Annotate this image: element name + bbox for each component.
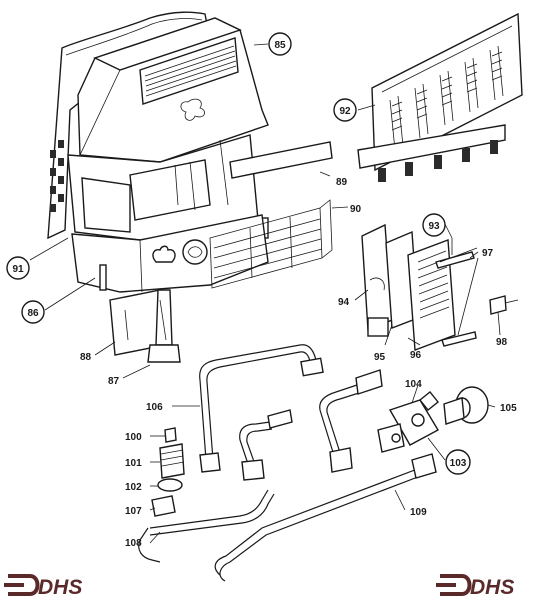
svg-text:91: 91 xyxy=(12,264,24,275)
burner-jets xyxy=(378,140,498,182)
callout-108: 108 xyxy=(125,538,142,549)
callout-105: 105 xyxy=(500,403,517,414)
svg-text:DHS: DHS xyxy=(38,576,82,599)
burner-assembly xyxy=(357,12,523,182)
brand-logo-left: DHS xyxy=(4,574,82,599)
svg-text:103: 103 xyxy=(450,458,467,469)
callout-100: 100 xyxy=(125,432,142,443)
pipe-fittings xyxy=(151,427,185,517)
gas-valve xyxy=(377,391,439,453)
callout-106: 106 xyxy=(146,402,163,413)
svg-text:93: 93 xyxy=(428,221,440,232)
callout-89: 89 xyxy=(336,177,348,188)
side-panels xyxy=(361,223,519,351)
callout-93: 93 xyxy=(422,213,446,237)
back-panel-vents xyxy=(50,140,64,212)
callout-94: 94 xyxy=(338,297,350,308)
callout-95: 95 xyxy=(374,352,386,363)
callout-90: 90 xyxy=(350,204,362,215)
brand-logo-right: DHS xyxy=(436,574,514,599)
svg-text:85: 85 xyxy=(274,40,286,51)
callout-91: 91 xyxy=(6,256,30,280)
ornament-leg xyxy=(147,245,181,363)
front-frame xyxy=(67,134,269,241)
deflector-strip xyxy=(229,141,333,179)
callout-104: 104 xyxy=(405,379,422,390)
callout-87: 87 xyxy=(108,376,120,387)
callout-85: 85 xyxy=(268,32,292,56)
svg-text:DHS: DHS xyxy=(470,576,514,599)
callout-97: 97 xyxy=(482,248,494,259)
callout-88: 88 xyxy=(80,352,92,363)
callout-103: 103 xyxy=(445,449,471,475)
callout-86: 86 xyxy=(21,300,45,324)
heater-assembly xyxy=(47,11,333,363)
gas-pipework xyxy=(138,344,437,582)
callout-109: 109 xyxy=(410,507,427,518)
callout-101: 101 xyxy=(125,458,142,469)
callout-92: 92 xyxy=(333,98,357,122)
callout-107: 107 xyxy=(125,506,142,517)
svg-text:86: 86 xyxy=(27,308,39,319)
callout-96: 96 xyxy=(410,350,422,361)
top-hood xyxy=(77,17,269,163)
callout-98: 98 xyxy=(496,337,508,348)
control-knob xyxy=(443,386,489,425)
svg-text:92: 92 xyxy=(339,106,351,117)
wire-guard xyxy=(209,199,333,289)
callout-102: 102 xyxy=(125,482,142,493)
